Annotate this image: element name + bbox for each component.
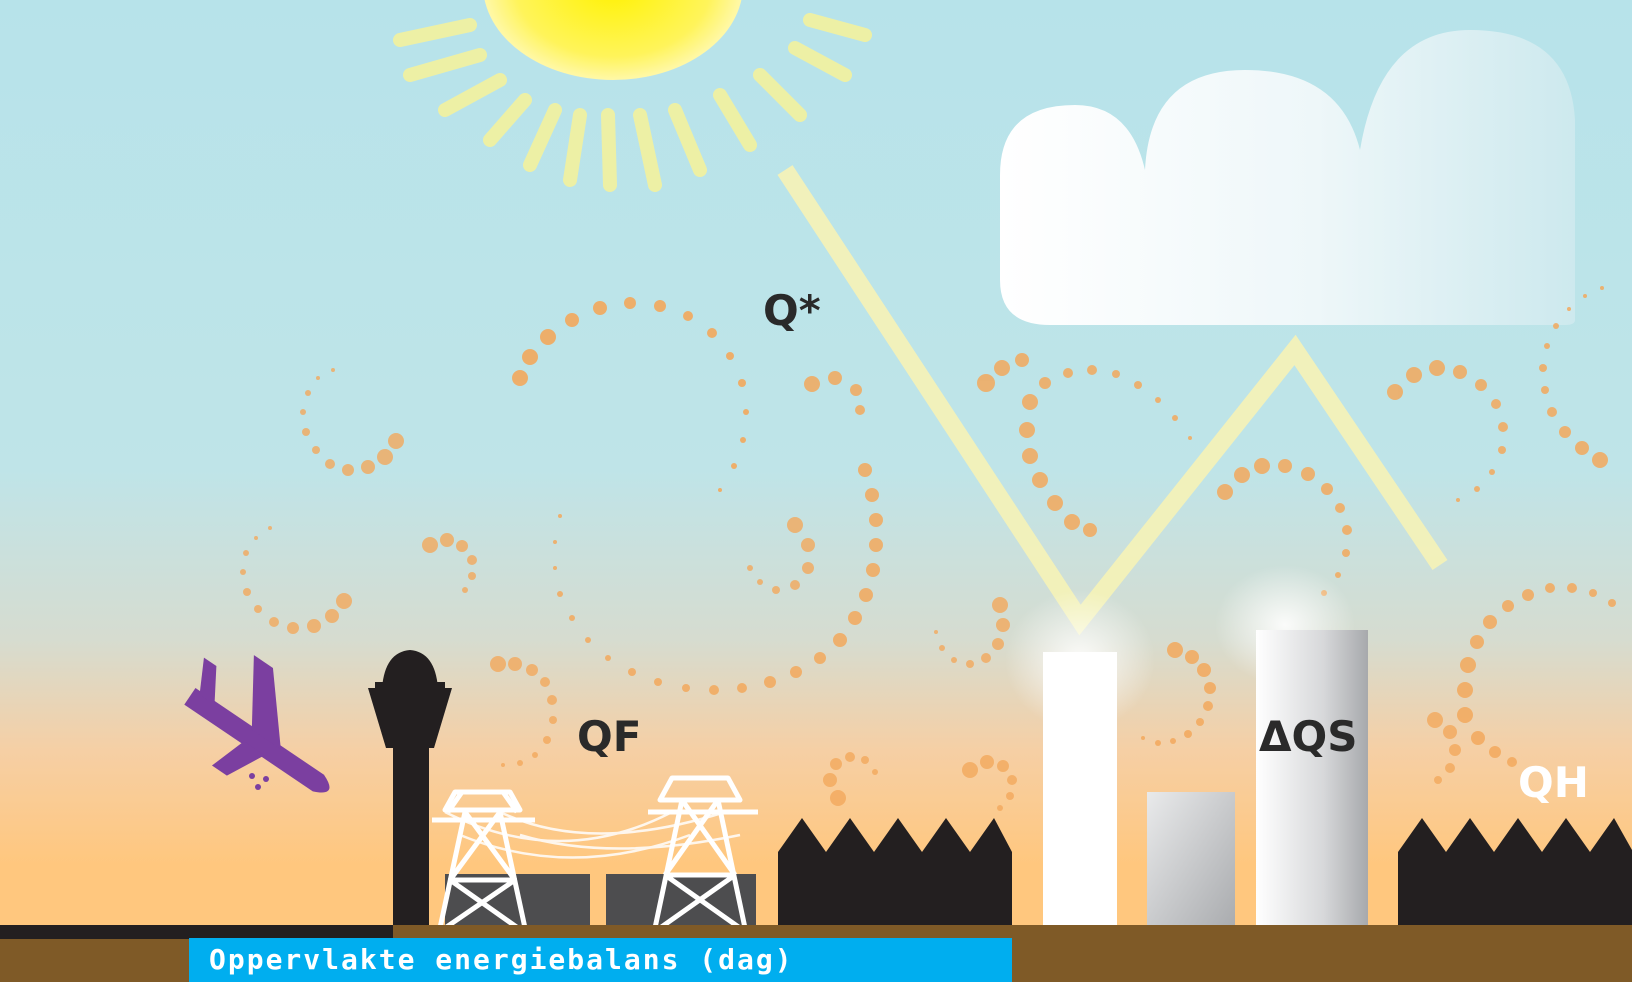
heat-swirls	[240, 286, 1616, 811]
control-tower-icon	[368, 650, 452, 930]
power-pylon-icon	[648, 775, 758, 931]
runway	[0, 925, 393, 939]
factory-icon	[778, 818, 1012, 930]
building-icon	[1256, 630, 1368, 930]
factory-icon	[1398, 818, 1632, 930]
airplane-exhaust	[249, 773, 269, 790]
storage-heat-label: ΔQS	[1259, 712, 1358, 761]
airplane-icon	[184, 655, 330, 793]
net-radiation-label: Q*	[763, 286, 821, 335]
cloud-icon	[1000, 30, 1575, 325]
power-pylon-icon	[432, 789, 535, 931]
sensible-heat-label: QH	[1518, 758, 1589, 807]
tall-building	[1043, 652, 1117, 930]
anthropogenic-heat-label: QF	[577, 712, 642, 761]
building-icon	[1147, 792, 1235, 930]
reflected-ray	[777, 165, 1448, 636]
sun-icon	[393, 0, 872, 192]
diagram-caption: Oppervlakte energiebalans (dag)	[189, 938, 1012, 982]
